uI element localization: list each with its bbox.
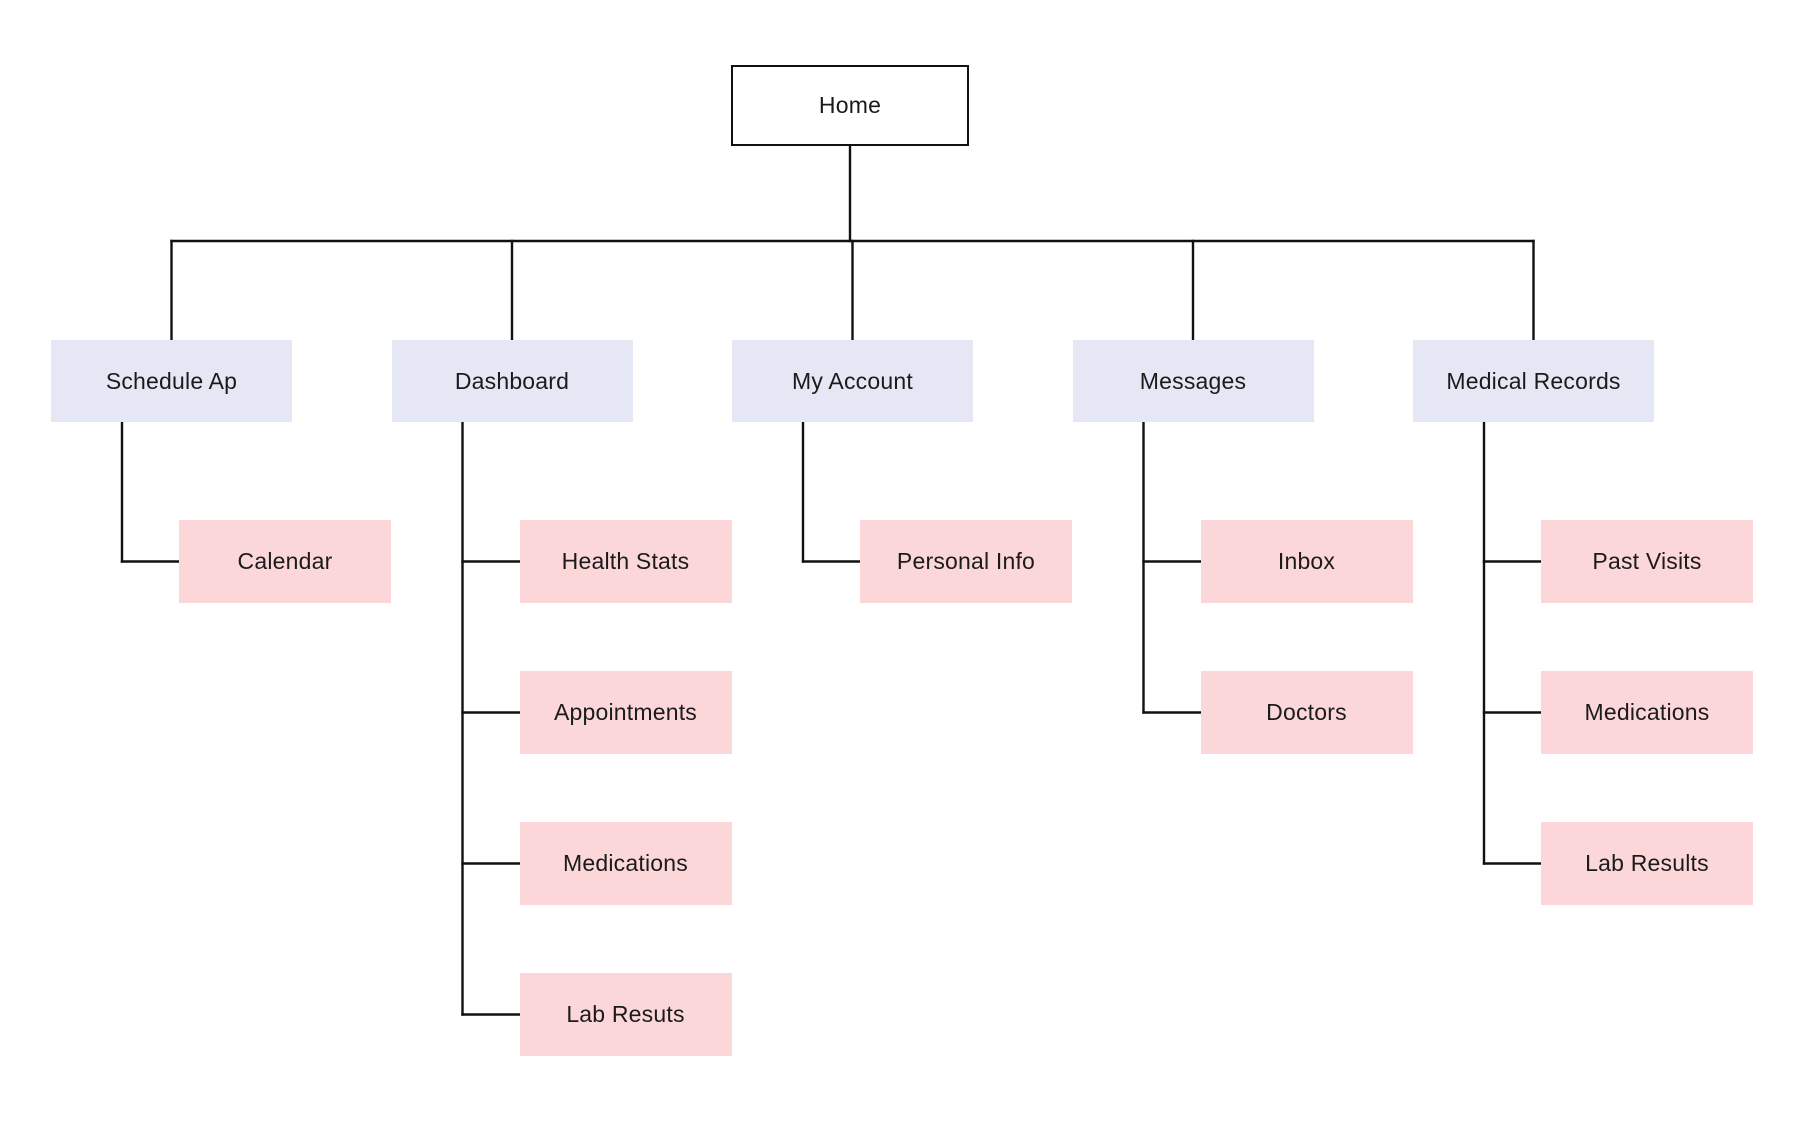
page-node-calendar: Calendar [179, 520, 391, 603]
page-node-past-visits: Past Visits [1541, 520, 1753, 603]
section-node-messages: Messages [1072, 340, 1314, 422]
section-node-medical-records: Medical Records [1413, 340, 1654, 422]
section-node-my-account: My Account [732, 340, 973, 422]
page-node-doctors: Doctors [1200, 671, 1413, 754]
page-node-lab-results: Lab Results [1541, 822, 1753, 905]
root-node-home: Home [731, 65, 969, 146]
page-node-medications: Medications [519, 822, 732, 905]
page-node-lab-resuts: Lab Resuts [519, 973, 732, 1056]
page-node-health-stats: Health Stats [519, 520, 732, 603]
page-node-personal-info: Personal Info [860, 520, 1072, 603]
page-node-medications: Medications [1541, 671, 1753, 754]
page-node-appointments: Appointments [519, 671, 732, 754]
section-node-schedule-ap: Schedule Ap [51, 340, 292, 422]
section-node-dashboard: Dashboard [391, 340, 633, 422]
page-node-inbox: Inbox [1200, 520, 1413, 603]
